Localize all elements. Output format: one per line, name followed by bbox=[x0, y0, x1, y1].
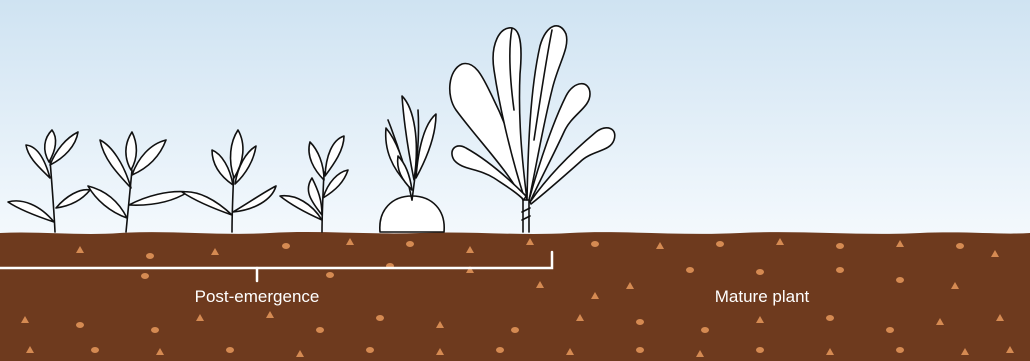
soil-speck bbox=[366, 347, 374, 353]
soil-speck bbox=[376, 315, 384, 321]
soil-speck bbox=[826, 315, 834, 321]
soil-speck bbox=[226, 347, 234, 353]
soil-ground bbox=[0, 232, 1030, 361]
soil-speck bbox=[636, 347, 644, 353]
soil-speck bbox=[956, 243, 964, 249]
soil-speck bbox=[756, 347, 764, 353]
soil-speck bbox=[886, 327, 894, 333]
soil-speck bbox=[496, 347, 504, 353]
soil-speck bbox=[141, 273, 149, 279]
soil-speck bbox=[151, 327, 159, 333]
soil-speck bbox=[701, 327, 709, 333]
soil-speck bbox=[316, 327, 324, 333]
soil-speck bbox=[836, 243, 844, 249]
soil-speck bbox=[511, 327, 519, 333]
stage-label-mature-plant: Mature plant bbox=[715, 287, 810, 307]
soil-speck bbox=[326, 272, 334, 278]
soil-speck bbox=[146, 253, 154, 259]
soil-speck bbox=[836, 267, 844, 273]
soil-speck bbox=[896, 347, 904, 353]
soil-speck bbox=[591, 241, 599, 247]
soil-speck bbox=[406, 241, 414, 247]
soil-speck bbox=[91, 347, 99, 353]
soil-speck bbox=[756, 269, 764, 275]
soil-speck bbox=[636, 319, 644, 325]
stage-label-post-emergence: Post-emergence bbox=[195, 287, 320, 307]
soil-speck bbox=[896, 277, 904, 283]
soil-speck bbox=[716, 241, 724, 247]
soil-speck bbox=[282, 243, 290, 249]
soil-speck bbox=[686, 267, 694, 273]
soil-speck bbox=[76, 322, 84, 328]
